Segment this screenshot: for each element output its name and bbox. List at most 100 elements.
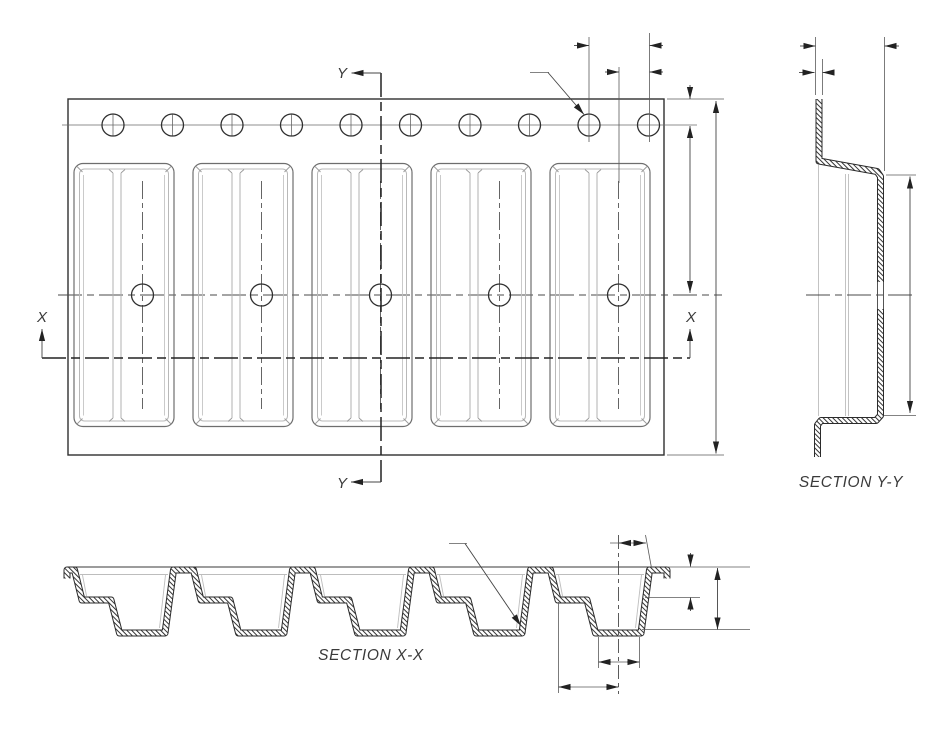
pocket-far-wall-edge (82, 574, 87, 597)
corner-tick (552, 166, 559, 173)
arrowhead (627, 658, 640, 666)
corner-tick (108, 417, 114, 422)
arrowhead (38, 329, 46, 341)
corner-tick (227, 417, 233, 422)
corner-tick (239, 169, 245, 174)
pocket-far-wall-edge (439, 574, 444, 597)
arrowhead (511, 614, 521, 626)
mounting-hole (458, 113, 482, 137)
corner-tick (227, 169, 233, 174)
yy-wall-hatch (815, 99, 883, 457)
corner-tick (314, 166, 321, 173)
corner-tick (465, 169, 471, 174)
cut-label-y-top: Y (337, 65, 348, 82)
pocket-far-wall-edge (320, 574, 325, 597)
xx-wall-hatch (64, 567, 670, 636)
pocket-far-wall-edge (159, 574, 166, 629)
corner-tick (584, 169, 590, 174)
mounting-hole (517, 113, 542, 137)
pocket-far-wall-edge (201, 574, 206, 597)
pocket-opening-edge (192, 162, 294, 428)
mounting-hole (398, 113, 423, 137)
corner-tick (346, 169, 352, 174)
pocket-center-hole (130, 283, 155, 307)
arrowhead (649, 68, 662, 76)
pocket-far-wall-edge (635, 574, 642, 629)
cut-label-y-bottom: Y (337, 475, 348, 492)
pocket (311, 162, 413, 428)
pocket-center-hole (487, 283, 512, 307)
section-yy-label: SECTION Y-Y (799, 474, 904, 491)
pocket (73, 162, 175, 428)
dimension-line (464, 543, 522, 627)
yy-hole-break (877, 282, 884, 309)
arrowhead (802, 69, 815, 76)
arrowhead (598, 658, 611, 666)
pocket-opening-edge (430, 162, 532, 428)
pocket-far-wall-edge (278, 574, 285, 629)
mounting-hole (339, 113, 363, 137)
corner-tick (596, 169, 602, 174)
corner-tick (433, 166, 440, 173)
cut-label-x-right: X (685, 309, 697, 326)
dimension-arrows (38, 42, 914, 691)
pocket-center-hole (606, 283, 631, 307)
corner-tick (433, 418, 440, 425)
corner-tick (477, 169, 483, 174)
corner-tick (195, 166, 202, 173)
corner-tick (522, 166, 529, 173)
corner-tick (403, 418, 410, 425)
arrowhead (573, 103, 584, 115)
pocket-array (73, 162, 651, 428)
corner-tick (522, 418, 529, 425)
arrowhead (577, 42, 589, 49)
yy-dimensions (815, 37, 916, 416)
arrowhead (714, 568, 721, 580)
arrowhead (803, 42, 816, 50)
corner-tick (465, 417, 471, 422)
pocket-center-hole (249, 283, 274, 307)
corner-tick (641, 418, 648, 425)
arrowhead (686, 329, 694, 341)
corner-tick (641, 166, 648, 173)
corner-tick (76, 418, 83, 425)
pocket (549, 162, 651, 428)
arrowhead (712, 441, 720, 454)
arrowhead (712, 101, 720, 113)
arrowhead (714, 617, 721, 630)
pocket-far-wall-edge (397, 574, 404, 629)
plan-view (58, 98, 722, 456)
arrowhead (649, 42, 662, 49)
mounting-hole (279, 113, 304, 137)
section-xx-label: SECTION X-X (318, 647, 424, 664)
corner-tick (165, 166, 172, 173)
corner-tick (195, 418, 202, 425)
arrowhead (686, 87, 694, 99)
arrowhead (906, 176, 914, 189)
arrowhead (906, 401, 914, 413)
arrowhead (822, 69, 835, 76)
pocket-opening-edge (549, 162, 651, 428)
arrowhead (619, 539, 631, 547)
pocket (430, 162, 532, 428)
arrowhead (633, 539, 646, 547)
arrowhead (687, 554, 694, 567)
corner-tick (108, 169, 114, 174)
plan-dimensions (530, 33, 724, 456)
mounting-hole (160, 113, 185, 137)
corner-tick (76, 166, 83, 173)
arrowhead (686, 281, 694, 293)
arrowhead (687, 597, 694, 610)
arrowhead (884, 42, 897, 50)
pocket-far-wall-edge (558, 574, 563, 597)
corner-tick (284, 418, 291, 425)
corner-tick (239, 417, 245, 422)
arrowhead (607, 68, 619, 76)
pocket-opening-edge (73, 162, 175, 428)
corner-tick (165, 418, 172, 425)
corner-tick (477, 417, 483, 422)
corner-tick (120, 417, 126, 422)
